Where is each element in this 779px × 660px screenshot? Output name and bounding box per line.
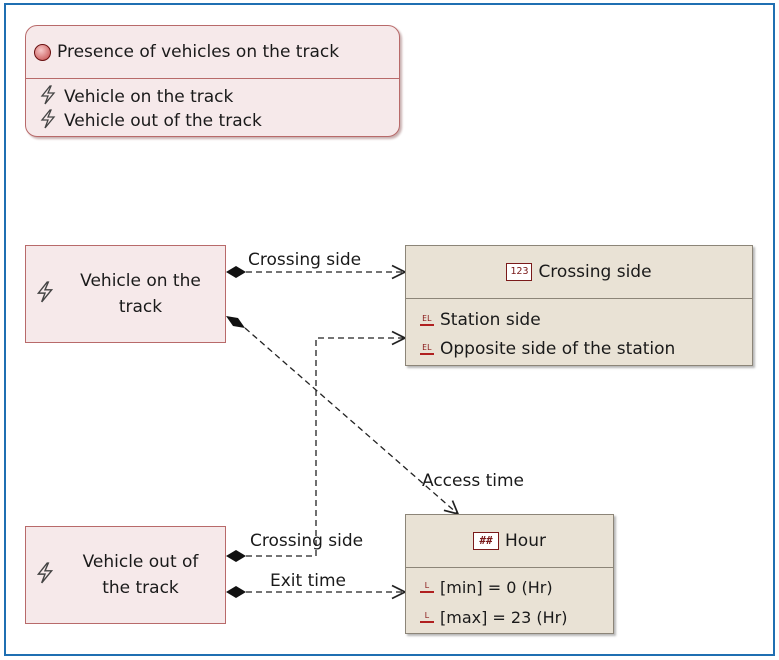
enumeration-icon: 123 xyxy=(506,263,533,281)
enum-literal-item[interactable]: EL Opposite side of the station xyxy=(420,334,752,363)
lightning-icon xyxy=(34,562,56,588)
enum-literal-icon: EL xyxy=(420,314,434,326)
state-event-item[interactable]: Vehicle on the track xyxy=(38,85,399,109)
event-label-line1: Vehicle out of xyxy=(82,552,199,572)
attribute-label: [min] = 0 (Hr) xyxy=(440,577,553,597)
crossing-side-type-node[interactable]: 123 Crossing side EL Station side EL Opp… xyxy=(405,245,753,366)
edge-label-out-crossing-side: Crossing side xyxy=(250,531,364,551)
numeric-type-icon: ## xyxy=(473,532,500,550)
composition-diamond-icon xyxy=(226,266,246,278)
lightning-icon xyxy=(34,281,56,307)
state-event-item[interactable]: Vehicle out of the track xyxy=(38,109,399,133)
state-machine-title: Presence of vehicles on the track xyxy=(57,42,340,62)
crossing-side-header: 123 Crossing side xyxy=(406,246,752,298)
edge-label-exit-time: Exit time xyxy=(270,571,347,591)
attribute-item[interactable]: L [min] = 0 (Hr) xyxy=(420,572,613,602)
hour-type-node[interactable]: ## Hour L [min] = 0 (Hr) L [max] = 23 (H… xyxy=(405,514,614,634)
event-vehicle-out-track[interactable]: Vehicle out of the track xyxy=(25,526,226,624)
edge-on-access-time[interactable] xyxy=(226,316,458,514)
state-machine-node[interactable]: Presence of vehicles on the track Vehicl… xyxy=(25,25,400,137)
hour-header: ## Hour xyxy=(406,515,613,567)
edge-label-access-time: Access time xyxy=(422,471,525,491)
edge-on-crossing-side[interactable] xyxy=(226,266,405,278)
event-label-line2: the track xyxy=(102,578,179,598)
composition-diamond-icon xyxy=(226,586,246,598)
state-machine-header: Presence of vehicles on the track xyxy=(26,26,399,78)
attribute-label: [max] = 23 (Hr) xyxy=(440,607,568,627)
enum-literal-label: Opposite side of the station xyxy=(440,338,676,359)
attribute-icon: L xyxy=(420,581,434,593)
enum-literal-item[interactable]: EL Station side xyxy=(420,305,752,334)
lightning-icon xyxy=(38,85,58,109)
composition-diamond-icon xyxy=(226,550,246,562)
event-label-line2: track xyxy=(118,297,163,317)
composition-diamond-icon xyxy=(226,316,245,328)
event-vehicle-on-track[interactable]: Vehicle on the track xyxy=(25,245,226,343)
edge-label-on-crossing-side: Crossing side xyxy=(248,250,362,270)
lightning-icon xyxy=(38,109,58,133)
crossing-side-title: Crossing side xyxy=(538,262,652,282)
enum-literal-icon: EL xyxy=(420,343,434,355)
attribute-item[interactable]: L [max] = 23 (Hr) xyxy=(420,602,613,632)
event-label-line1: Vehicle on the xyxy=(80,271,201,291)
state-event-label: Vehicle out of the track xyxy=(64,111,262,131)
attribute-icon: L xyxy=(420,611,434,623)
edge-out-exit-time[interactable] xyxy=(226,586,405,598)
hour-title: Hour xyxy=(505,531,546,551)
edge-out-crossing-side[interactable] xyxy=(226,338,405,562)
state-circle-icon xyxy=(34,43,51,61)
state-event-label: Vehicle on the track xyxy=(64,87,234,107)
enum-literal-label: Station side xyxy=(440,309,541,330)
